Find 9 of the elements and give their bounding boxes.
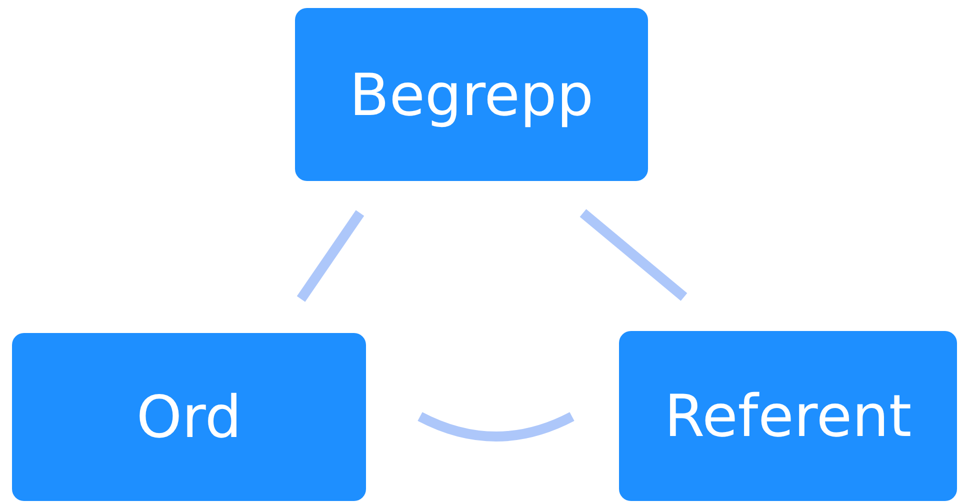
connector-line — [418, 412, 574, 442]
box-label: Ord — [136, 383, 242, 451]
concept-box — [295, 8, 648, 181]
concept-box — [12, 333, 366, 501]
box-label: Begrepp — [349, 60, 594, 128]
connector-line — [296, 210, 364, 302]
box-label: Referent — [664, 382, 912, 450]
concept-box — [619, 331, 957, 501]
connector-line — [580, 209, 688, 301]
